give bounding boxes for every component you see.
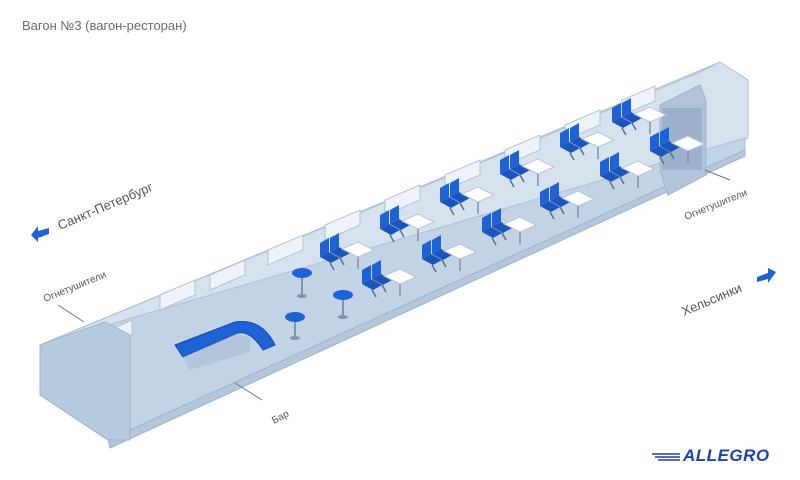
extinguisher-left-leader bbox=[57, 304, 85, 323]
seat bbox=[492, 208, 512, 241]
seat bbox=[482, 213, 502, 246]
seat bbox=[600, 157, 620, 190]
seat bbox=[622, 98, 642, 131]
left-vestibule bbox=[39, 321, 131, 441]
window bbox=[209, 259, 246, 291]
dining-table bbox=[632, 106, 668, 134]
seat bbox=[540, 187, 560, 220]
car-title: Вагон №3 (вагон-ресторан) bbox=[22, 18, 187, 33]
dining-table bbox=[620, 160, 656, 188]
window bbox=[324, 209, 361, 241]
seat bbox=[570, 123, 590, 156]
arrow-right-icon bbox=[757, 268, 776, 283]
seat bbox=[372, 260, 392, 293]
seating-area bbox=[320, 98, 706, 298]
window bbox=[267, 234, 304, 266]
seat bbox=[500, 155, 520, 188]
seat bbox=[650, 132, 670, 165]
round-table bbox=[285, 312, 305, 340]
seat bbox=[550, 182, 570, 215]
dining-table bbox=[502, 216, 538, 244]
seat bbox=[660, 127, 680, 160]
seat bbox=[432, 235, 452, 268]
seat bbox=[422, 240, 442, 273]
seat bbox=[612, 103, 632, 136]
window bbox=[159, 279, 196, 311]
dining-table bbox=[560, 190, 596, 218]
right-direction: Хельсинки bbox=[679, 268, 776, 319]
dining-table bbox=[340, 241, 376, 269]
bar-leader bbox=[234, 382, 263, 401]
seat bbox=[320, 238, 340, 271]
left-city-label: Санкт-Петербург bbox=[55, 179, 155, 233]
window bbox=[384, 184, 421, 216]
allegro-logo: ALLEGRO bbox=[683, 446, 770, 465]
dining-table bbox=[520, 158, 556, 186]
bar-counter-base bbox=[183, 333, 250, 370]
bar-label: Бар bbox=[270, 408, 291, 426]
seat bbox=[362, 265, 382, 298]
left-direction: Санкт-Петербург bbox=[31, 179, 155, 242]
car-roof-edge bbox=[39, 61, 721, 346]
seat bbox=[510, 150, 530, 183]
dining-table bbox=[580, 131, 616, 159]
seat bbox=[330, 233, 350, 266]
right-city-label: Хельсинки bbox=[679, 280, 744, 319]
car-front-edge bbox=[107, 149, 746, 449]
dining-table bbox=[442, 243, 478, 271]
seat bbox=[380, 210, 400, 243]
seat bbox=[610, 152, 630, 185]
dining-table bbox=[670, 135, 706, 163]
round-table bbox=[333, 290, 353, 319]
arrow-left-icon bbox=[31, 226, 49, 242]
logo-speed-lines-icon bbox=[652, 453, 680, 461]
extinguisher-right-leader bbox=[704, 169, 731, 181]
dining-table bbox=[460, 186, 496, 214]
dining-table bbox=[382, 268, 418, 296]
extinguisher-right-label: Огнетушители bbox=[683, 188, 749, 223]
round-table bbox=[292, 268, 312, 298]
dining-table bbox=[400, 213, 436, 241]
extinguisher-left-label: Огнетушители bbox=[42, 270, 108, 305]
seat bbox=[390, 205, 410, 238]
seat bbox=[450, 178, 470, 211]
bar-counter bbox=[174, 320, 276, 358]
seat bbox=[440, 183, 460, 216]
seat bbox=[560, 128, 580, 161]
round-tables bbox=[285, 268, 353, 340]
